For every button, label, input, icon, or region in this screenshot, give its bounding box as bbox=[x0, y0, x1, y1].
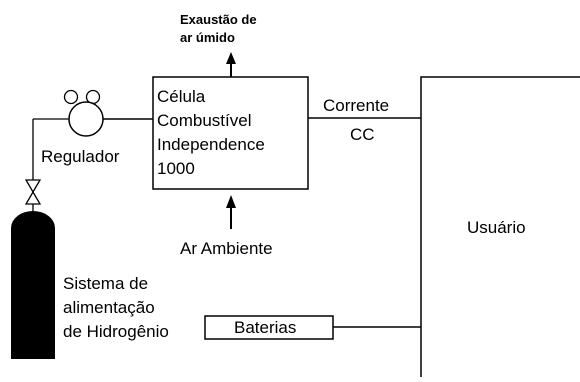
fuel-cell-label-line4: 1000 bbox=[157, 159, 195, 178]
hydrogen-label-line2: alimentação bbox=[63, 298, 155, 317]
fuel-cell-label-line3: Independence bbox=[157, 135, 265, 154]
user-label: Usuário bbox=[467, 218, 526, 237]
air-label: Ar Ambiente bbox=[180, 239, 273, 258]
exhaust-label-line2: ar úmido bbox=[180, 30, 235, 45]
hydrogen-tank bbox=[11, 211, 55, 359]
fuel-cell-label-line2: Combustível bbox=[157, 111, 251, 130]
regulator-icon bbox=[63, 89, 104, 137]
hydrogen-label-line3: de Hidrogênio bbox=[63, 322, 169, 341]
air-arrow bbox=[226, 195, 236, 229]
hydrogen-label-line1: Sistema de bbox=[63, 274, 148, 293]
fuel-cell-label-line1: Célula bbox=[157, 87, 206, 106]
valve-icon bbox=[24, 179, 42, 211]
current-label-line2: CC bbox=[350, 125, 375, 144]
fuel-cell-box bbox=[152, 76, 309, 190]
user-box bbox=[420, 76, 580, 382]
exhaust-arrow bbox=[226, 52, 236, 77]
batteries-label: Baterias bbox=[234, 318, 296, 337]
exhaust-label-line1: Exaustão de bbox=[180, 12, 257, 27]
current-label-line1: Corrente bbox=[323, 96, 389, 115]
regulator-label: Regulador bbox=[41, 147, 120, 166]
